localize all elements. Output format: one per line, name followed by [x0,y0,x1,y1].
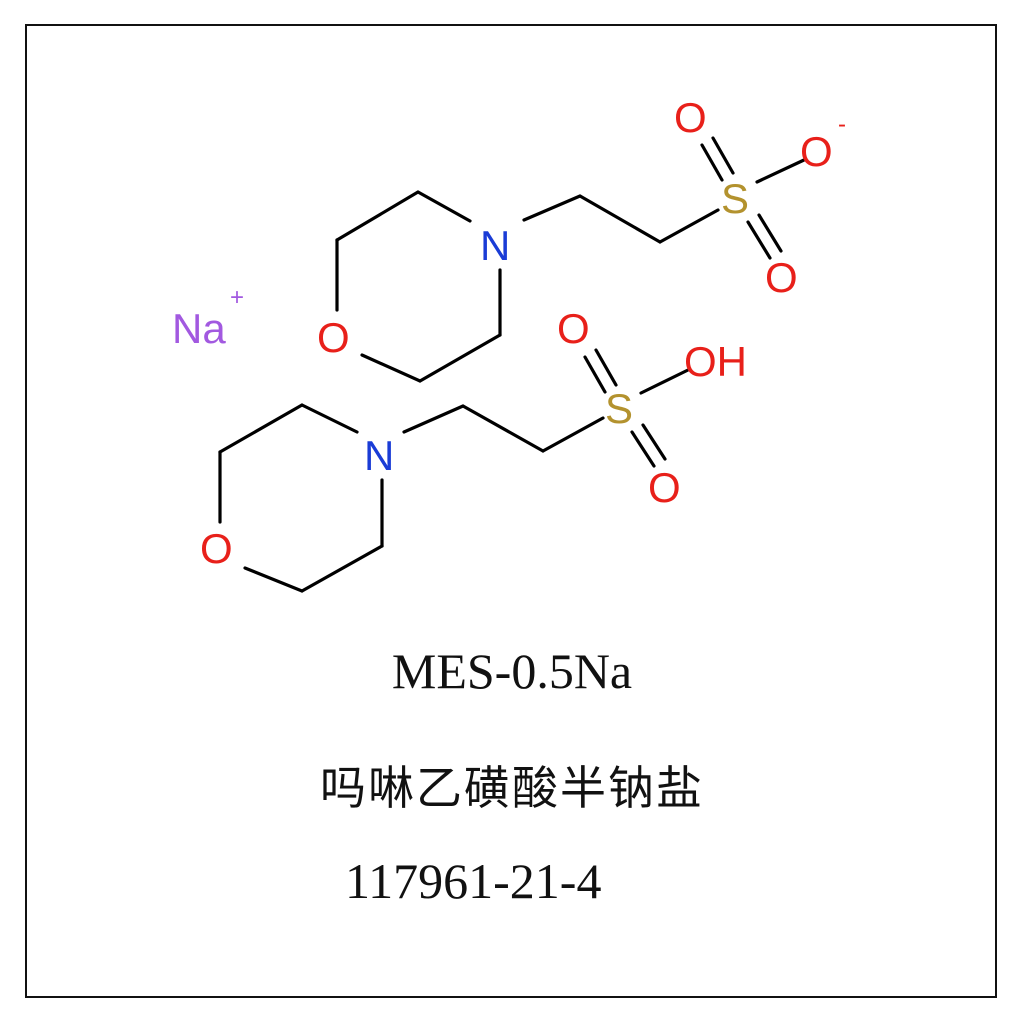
lower-oxygen-top-label: O [557,305,590,352]
bond [641,423,667,461]
bond [461,404,545,453]
bond [639,368,690,395]
bond [300,403,359,434]
upper-oxygen-bottom-label: O [765,254,798,301]
bond [416,190,472,223]
upper-oxygen-top-label: O [674,94,707,141]
lower-molecule-bonds [218,348,690,593]
upper-anion-charge: - [838,111,846,138]
lower-sulfur-label: S [605,385,633,432]
upper-molecule-bonds [335,136,806,383]
bond [757,213,783,253]
sodium-charge: + [230,284,244,311]
upper-oxygen-anion-label: O [800,128,833,175]
lower-hydroxyl-label: OH [684,338,747,385]
bond [522,194,582,222]
bond [746,220,772,260]
bond [594,348,618,387]
bond [755,158,806,184]
upper-sulfur-label: S [721,175,749,222]
compound-chinese-name: 吗啉乙磺酸半钠盐 [320,761,704,815]
bond [700,143,724,182]
lower-ring-oxygen-label: O [200,525,233,572]
bond [300,544,384,593]
bond [243,566,304,593]
sodium-label: Na [172,305,226,352]
lower-nitrogen-label: N [364,432,394,479]
frame-border [25,24,997,998]
bond [402,404,465,434]
bond [360,353,422,383]
bond [658,208,720,244]
bond [218,403,304,454]
bond [418,333,502,383]
bond [335,190,420,242]
upper-ring-oxygen-label: O [317,314,350,361]
bond [711,136,735,175]
bond [578,194,662,244]
compound-abbreviation: MES-0.5Na [391,643,633,699]
lower-oxygen-bottom-label: O [648,464,681,511]
upper-nitrogen-label: N [480,222,510,269]
bond [630,430,656,468]
bond [541,416,605,453]
bond [583,355,607,394]
cas-number: 117961-21-4 [345,853,602,909]
